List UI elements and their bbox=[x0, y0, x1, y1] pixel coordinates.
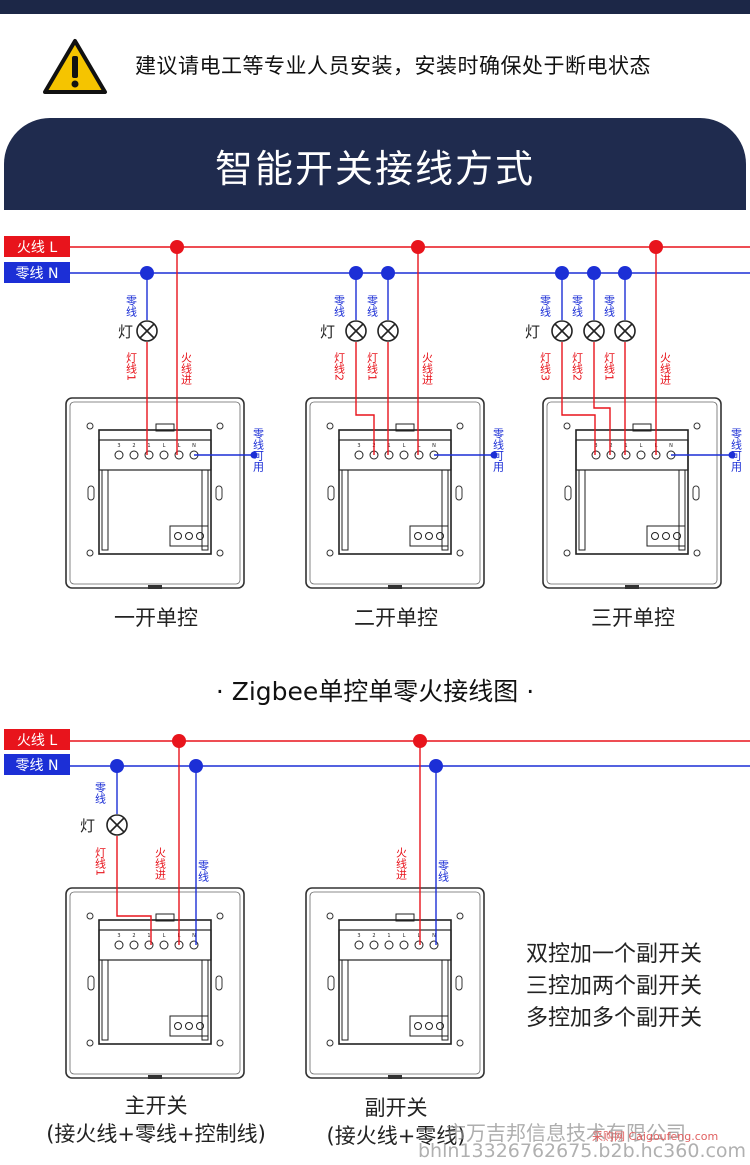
live-in-label: 火线进 bbox=[421, 352, 434, 385]
switch-two-gang: 灯 零线 零线 灯线2 灯线1 火线进 零线可用 bbox=[305, 240, 505, 590]
lamp1-label: 灯线1 bbox=[366, 352, 379, 381]
neutral-optional-label: 零线可用 bbox=[730, 428, 743, 473]
lamp-label: 灯 bbox=[525, 323, 540, 341]
warning-text: 建议请电工等专业人员安装，安装时确保处于断电状态 bbox=[135, 54, 651, 78]
lamp1-label: 灯线1 bbox=[94, 847, 107, 876]
neutral-label: 零线 bbox=[94, 782, 107, 804]
aux-switch: 火线进 零线 bbox=[305, 734, 485, 1080]
lamp2-label: 灯线2 bbox=[333, 352, 346, 381]
caption-aux-switch-sub: (接火线+零线) bbox=[326, 1124, 466, 1148]
note-line-2: 三控加两个副开关 bbox=[526, 974, 703, 999]
caption-two-gang: 二开单控 bbox=[354, 606, 438, 630]
neutral-wire-tag bbox=[4, 754, 70, 775]
neutral-wire-label: 零线 N bbox=[16, 266, 59, 282]
live-wire-tag bbox=[4, 236, 70, 257]
lamp1-label: 灯线1 bbox=[603, 352, 616, 381]
note-line-3: 多控加多个副开关 bbox=[526, 1006, 703, 1031]
caption-one-gang: 一开单控 bbox=[114, 606, 198, 630]
neutral-label: 零线 bbox=[197, 860, 210, 882]
title-banner: 智能开关接线方式 bbox=[4, 118, 746, 210]
neutral-optional-label: 零线可用 bbox=[252, 428, 265, 473]
caption-main-switch: 主开关 bbox=[124, 1094, 188, 1118]
watermark-contact: bhln13326762675.b2b.hc360.com bbox=[418, 1140, 747, 1162]
main-switch: 灯 零线 灯线1 火线进 零线 bbox=[65, 734, 245, 1080]
live-in-label: 火线进 bbox=[395, 847, 408, 880]
note-line-1: 双控加一个副开关 bbox=[526, 942, 703, 967]
live-in-label: 火线进 bbox=[154, 847, 167, 880]
top-bar bbox=[0, 0, 750, 14]
neutral-label: 零线 bbox=[603, 295, 616, 317]
neutral-wire-label: 零线 N bbox=[16, 758, 59, 774]
section2-main-wires: 火线 L 零线 N bbox=[4, 729, 750, 775]
neutral-label: 零线 bbox=[125, 295, 138, 317]
lamp1-label: 灯线1 bbox=[125, 352, 138, 381]
live-wire-label: 火线 L bbox=[17, 240, 57, 256]
watermark-site: 采购网 Caigoufeng.com bbox=[592, 1130, 719, 1143]
neutral-label: 零线 bbox=[366, 295, 379, 317]
neutral-label: 零线 bbox=[437, 860, 450, 882]
lamp-label: 灯 bbox=[80, 817, 95, 835]
section1-main-wires: 火线 L 零线 N bbox=[4, 236, 750, 283]
live-in-label: 火线进 bbox=[659, 352, 672, 385]
neutral-optional-label: 零线可用 bbox=[492, 428, 505, 473]
switch-one-gang: 灯 零线 灯线1 火线进 零线可用 bbox=[65, 240, 265, 590]
neutral-label: 零线 bbox=[333, 295, 346, 317]
watermark-company: 市万吉邦信息技术有限公司 bbox=[446, 1121, 686, 1145]
banner-title: 智能开关接线方式 bbox=[214, 147, 535, 191]
caption-three-gang: 三开单控 bbox=[591, 606, 675, 630]
caption-main-switch-sub: (接火线+零线+控制线) bbox=[46, 1122, 266, 1146]
neutral-wire-tag bbox=[4, 262, 70, 283]
live-in-label: 火线进 bbox=[180, 352, 193, 385]
live-wire-tag bbox=[4, 729, 70, 750]
lamp2-label: 灯线2 bbox=[571, 352, 584, 381]
live-wire-label: 火线 L bbox=[17, 733, 57, 749]
neutral-label: 零线 bbox=[539, 295, 552, 317]
lamp3-label: 灯线3 bbox=[539, 352, 552, 381]
caption-aux-switch: 副开关 bbox=[364, 1096, 428, 1120]
warning-icon bbox=[43, 39, 107, 94]
lamp-label: 灯 bbox=[320, 323, 335, 341]
lamp-label: 灯 bbox=[118, 323, 133, 341]
neutral-label: 零线 bbox=[571, 295, 584, 317]
switch-three-gang: 灯 零线 零线 零线 灯线3 灯线2 灯线1 火线进 零线可用 bbox=[525, 240, 743, 590]
section2-title: · Zigbee单控单零火接线图 · bbox=[215, 677, 535, 706]
